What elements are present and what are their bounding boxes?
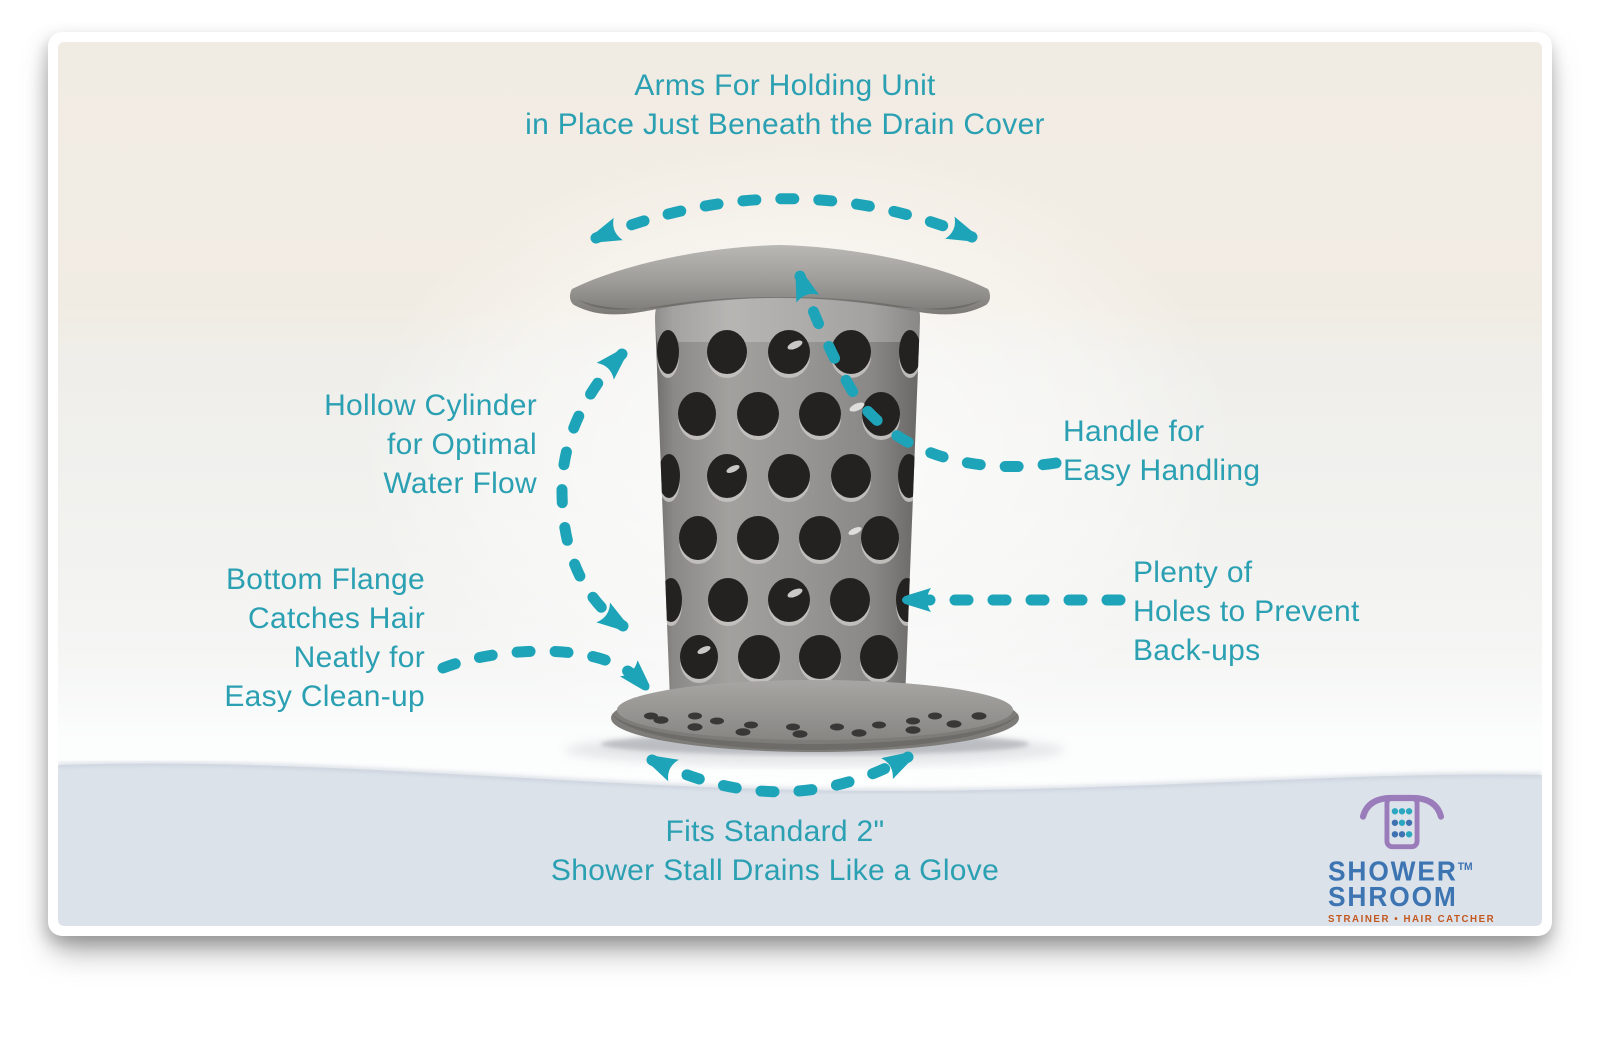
label-arms-line2: in Place Just Beneath the Drain Cover [525, 108, 1045, 141]
infographic-card: Arms For Holding Unit in Place Just Bene… [48, 32, 1552, 936]
label-bottom-flange-line4: Easy Clean-up [224, 680, 425, 713]
label-bottom-flange-line3: Neatly for [293, 641, 425, 674]
product-photo-drain-strainer [358, 142, 1238, 766]
bottom-flange-arrow-icon [437, 645, 651, 692]
showershroom-logo-icon [1359, 794, 1445, 850]
label-handle-line2: Easy Handling [1063, 454, 1261, 487]
label-fits-line1: Fits Standard 2" [665, 815, 885, 848]
hollow-cylinder-arrow-icon [556, 348, 629, 632]
label-handle-line1: Handle for [1063, 415, 1205, 448]
logo-text-shower: SHOWER [1328, 855, 1458, 887]
label-handle: Handle for Easy Handling [1063, 412, 1383, 490]
logo-wordmark: SHOWERTM SHROOM [1328, 854, 1535, 913]
label-bottom-flange-line1: Bottom Flange [225, 563, 425, 596]
label-bottom-flange-line2: Catches Hair [248, 602, 425, 635]
label-hollow-line1: Hollow Cylinder [324, 389, 537, 422]
label-fits-line2: Shower Stall Drains Like a Glove [550, 854, 1000, 887]
showershroom-logo: SHOWERTM SHROOM STRAINER • HAIR CATCHER [1328, 790, 1542, 925]
card-background: Arms For Holding Unit in Place Just Bene… [58, 42, 1542, 926]
fits-arc-arrow-icon [646, 751, 914, 798]
floor-band [58, 763, 1542, 926]
label-holes-line3: Back-ups [1133, 634, 1261, 667]
logo-trademark: TM [1457, 861, 1473, 873]
label-holes-line2: Holes to Prevent [1133, 595, 1360, 628]
logo-body-shape [1384, 795, 1420, 850]
label-hollow-cylinder: Hollow Cylinder for Optimal Water Flow [237, 386, 537, 503]
label-holes-line1: Plenty of [1133, 556, 1253, 589]
label-fits: Fits Standard 2" Shower Stall Drains Lik… [350, 812, 1200, 890]
strainer-bottom-flange [611, 680, 1019, 752]
strainer-top-flange [569, 245, 991, 315]
label-bottom-flange: Bottom Flange Catches Hair Neatly for Ea… [145, 560, 425, 716]
label-hollow-line2: for Optimal [386, 428, 537, 461]
annotation-arrows [437, 193, 1126, 798]
arms-arrow-icon [590, 193, 978, 244]
logo-text-shroom: SHROOM [1328, 881, 1458, 913]
label-arms: Arms For Holding Unit in Place Just Bene… [400, 66, 1170, 144]
logo-dot-grid [1391, 808, 1413, 838]
logo-tagline: STRAINER • HAIR CATCHER [1328, 914, 1496, 926]
label-arms-line1: Arms For Holding Unit [634, 69, 936, 102]
label-holes: Plenty of Holes to Prevent Back-ups [1133, 553, 1453, 670]
label-hollow-line3: Water Flow [383, 467, 537, 500]
handle-arrow-icon [794, 270, 1062, 473]
